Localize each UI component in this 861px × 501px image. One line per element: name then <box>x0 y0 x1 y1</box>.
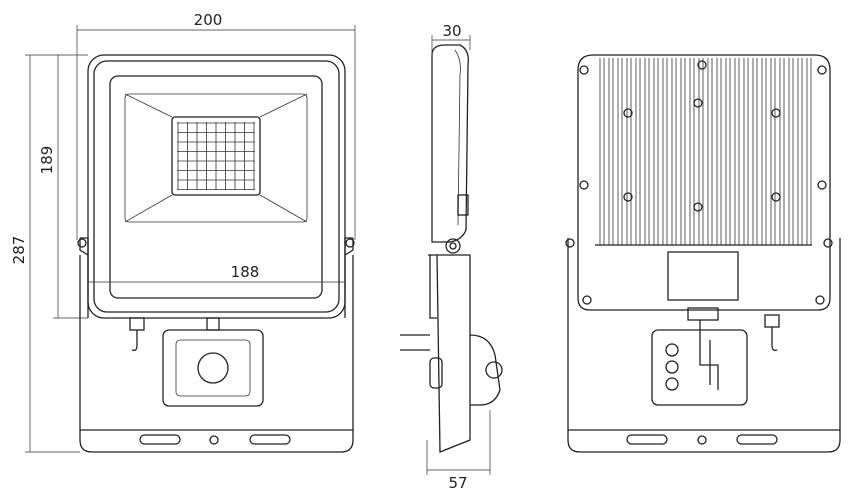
side-hinge-block <box>457 194 469 216</box>
dimension-width-200: 200 <box>194 11 223 29</box>
screw-icon <box>771 108 781 118</box>
back-left-hinge <box>565 238 575 248</box>
reflector-outer <box>124 93 308 223</box>
dimension-width-188: 188 <box>231 263 260 281</box>
screw-icon <box>623 108 633 118</box>
screw-icon <box>579 180 589 190</box>
terminal-screw-2 <box>665 360 679 374</box>
side-bracket <box>428 254 471 453</box>
dimension-depth-30: 30 <box>442 22 461 40</box>
dimension-height-287: 287 <box>10 236 28 265</box>
mounting-hole <box>209 435 219 445</box>
screw-icon <box>579 65 589 75</box>
side-hinge-bolt-center <box>449 242 457 250</box>
side-hinge-bolt <box>445 238 461 254</box>
side-gland <box>429 357 443 389</box>
pir-sensor-lens <box>197 352 229 384</box>
pir-sensor-housing <box>162 329 264 407</box>
screw-icon <box>815 295 825 305</box>
led-grid <box>177 122 255 190</box>
side-view: 30 57 <box>400 22 503 492</box>
mounting-bracket <box>79 255 354 453</box>
right-bracket <box>344 237 354 318</box>
side-bracket-back <box>429 255 437 319</box>
led-array <box>171 116 261 196</box>
screw-icon <box>582 295 592 305</box>
side-housing <box>431 44 469 243</box>
screw-icon <box>817 180 827 190</box>
back-bracket <box>567 238 841 453</box>
back-screws <box>579 60 827 305</box>
left-bracket <box>79 237 89 318</box>
dimension-height-189: 189 <box>38 146 56 175</box>
side-pir-sensor <box>469 334 501 406</box>
screw-icon <box>697 60 707 70</box>
front-view <box>77 54 355 453</box>
sensor-stem <box>206 317 220 331</box>
back-cable <box>771 327 778 352</box>
left-bracket-screw <box>77 238 87 248</box>
terminal-screw-3 <box>665 377 679 391</box>
heatsink-fins <box>599 58 812 245</box>
front-frame <box>109 75 323 299</box>
back-view <box>565 54 841 453</box>
screw-icon <box>623 192 633 202</box>
side-pir-lens <box>485 361 503 379</box>
back-mount-hole <box>697 435 707 445</box>
cable-gland <box>129 317 145 331</box>
screw-icon <box>693 98 703 108</box>
front-housing-inner-edge <box>93 60 340 313</box>
terminal-screw-1 <box>665 343 679 357</box>
back-slot-left <box>626 434 668 445</box>
back-sensor-mount <box>687 307 719 321</box>
back-housing <box>577 54 831 311</box>
side-housing-edge <box>454 49 461 226</box>
back-slot-right <box>736 434 778 445</box>
pir-sensor-face <box>175 339 251 397</box>
back-right-hinge <box>823 238 833 248</box>
back-sensor-arm <box>699 320 719 390</box>
cable <box>131 330 138 352</box>
mounting-slot-right <box>249 434 291 445</box>
screw-icon <box>771 192 781 202</box>
back-label-plate <box>667 251 739 301</box>
screw-icon <box>693 202 703 212</box>
dimension-depth-57: 57 <box>448 474 467 492</box>
screw-icon <box>817 65 827 75</box>
side-cable <box>400 334 430 351</box>
right-bracket-screw <box>345 238 355 248</box>
front-dimensions: 200 287 189 188 <box>10 11 356 453</box>
reflector-chamfers <box>124 93 308 223</box>
mounting-slot-left <box>139 434 181 445</box>
back-cable-gland <box>764 314 780 328</box>
